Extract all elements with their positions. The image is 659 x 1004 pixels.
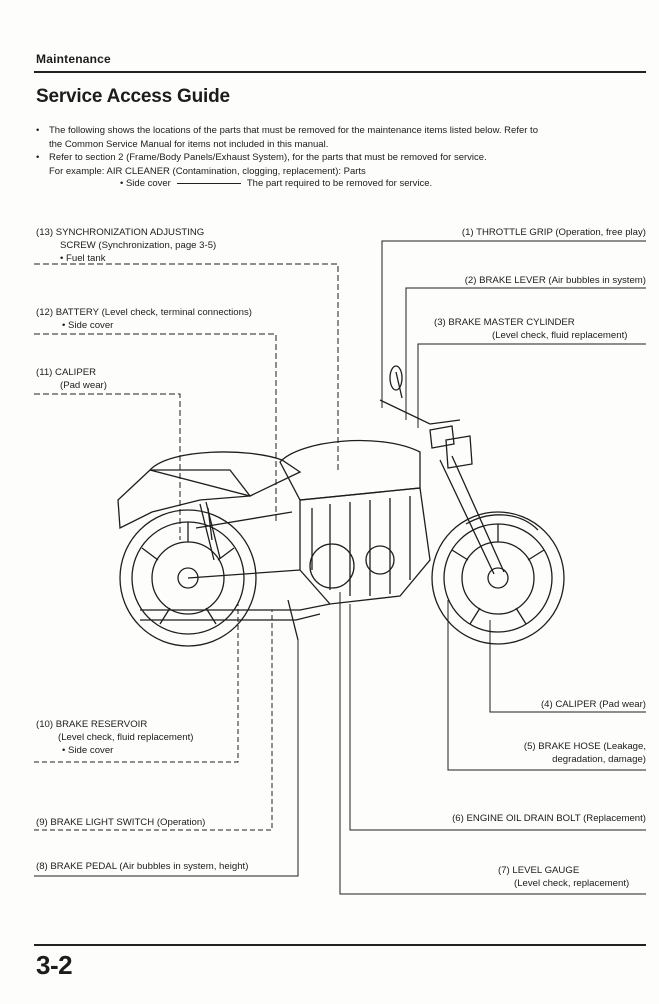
callout-6: (6) ENGINE OIL DRAIN BOLT (Replacement) <box>452 812 646 825</box>
callout-8-title: (8) BRAKE PEDAL (Air bubbles in system, … <box>36 861 249 872</box>
callout-6-title: (6) ENGINE OIL DRAIN BOLT (Replacement) <box>452 813 646 824</box>
callout-13-title: (13) SYNCHRONIZATION ADJUSTING <box>36 227 205 238</box>
intro-bullet-1-cont: the Common Service Manual for items not … <box>49 138 329 150</box>
callout-13-detail: SCREW (Synchronization, page 3-5) <box>60 240 217 251</box>
callout-11: (11) CALIPER (Pad wear) <box>36 366 107 392</box>
example-dash <box>176 182 241 184</box>
callout-11-title: (11) CALIPER <box>36 367 97 378</box>
top-rule <box>34 71 646 73</box>
callout-5-detail: degradation, damage) <box>552 754 646 765</box>
callout-9-title: (9) BRAKE LIGHT SWITCH (Operation) <box>36 817 206 828</box>
callout-5-title: (5) BRAKE HOSE (Leakage, <box>523 741 646 752</box>
callout-7-title: (7) LEVEL GAUGE <box>498 865 580 876</box>
callout-2-title: (2) BRAKE LEVER (Air bubbles in system) <box>464 275 646 286</box>
callout-9: (9) BRAKE LIGHT SWITCH (Operation) <box>36 816 205 829</box>
callout-11-detail: (Pad wear) <box>60 380 107 391</box>
intro-bullet-2-cont: For example: AIR CLEANER (Contamination,… <box>49 165 366 177</box>
callout-4-title: (4) CALIPER (Pad wear) <box>540 699 646 710</box>
callout-12-title: (12) BATTERY (Level check, terminal conn… <box>36 307 252 318</box>
callout-10: (10) BRAKE RESERVOIR (Level check, fluid… <box>36 718 193 757</box>
bottom-rule <box>34 944 646 946</box>
callout-8: (8) BRAKE PEDAL (Air bubbles in system, … <box>36 860 248 873</box>
callout-10-part: • Side cover <box>62 745 114 756</box>
callout-3: (3) BRAKE MASTER CYLINDER (Level check, … <box>434 316 627 342</box>
intro-text: •The following shows the locations of th… <box>36 124 652 178</box>
callout-5: (5) BRAKE HOSE (Leakage, degradation, da… <box>524 740 646 766</box>
motorcycle-illustration <box>117 365 565 647</box>
section-label: Maintenance <box>36 52 111 66</box>
callout-1-title: (1) THROTTLE GRIP (Operation, free play) <box>461 227 646 238</box>
callout-1: (1) THROTTLE GRIP (Operation, free play) <box>462 226 646 239</box>
intro-bullet-1: •The following shows the locations of th… <box>36 125 538 136</box>
callout-12-part: • Side cover <box>62 320 114 331</box>
callout-10-detail: (Level check, fluid replacement) <box>58 732 194 743</box>
callout-7: (7) LEVEL GAUGE (Level check, replacemen… <box>498 864 629 890</box>
callout-4: (4) CALIPER (Pad wear) <box>541 698 646 711</box>
callout-12: (12) BATTERY (Level check, terminal conn… <box>36 306 252 332</box>
callout-13: (13) SYNCHRONIZATION ADJUSTING SCREW (Sy… <box>36 226 216 265</box>
callout-3-detail: (Level check, fluid replacement) <box>492 330 628 341</box>
leader-lines <box>34 240 646 895</box>
callout-7-detail: (Level check, replacement) <box>514 878 630 889</box>
intro-bullet-2: •Refer to section 2 (Frame/Body Panels/E… <box>36 152 487 163</box>
callout-13-part: • Fuel tank <box>60 253 106 264</box>
example-line: • Side cover The part required to be remo… <box>120 178 432 189</box>
example-part: • Side cover <box>120 178 171 189</box>
example-note: The part required to be removed for serv… <box>246 178 433 189</box>
page-number: 3-2 <box>36 950 73 980</box>
callout-10-title: (10) BRAKE RESERVOIR <box>36 719 148 730</box>
callout-3-title: (3) BRAKE MASTER CYLINDER <box>434 317 575 328</box>
page-title: Service Access Guide <box>36 86 230 107</box>
callout-2: (2) BRAKE LEVER (Air bubbles in system) <box>465 274 646 287</box>
